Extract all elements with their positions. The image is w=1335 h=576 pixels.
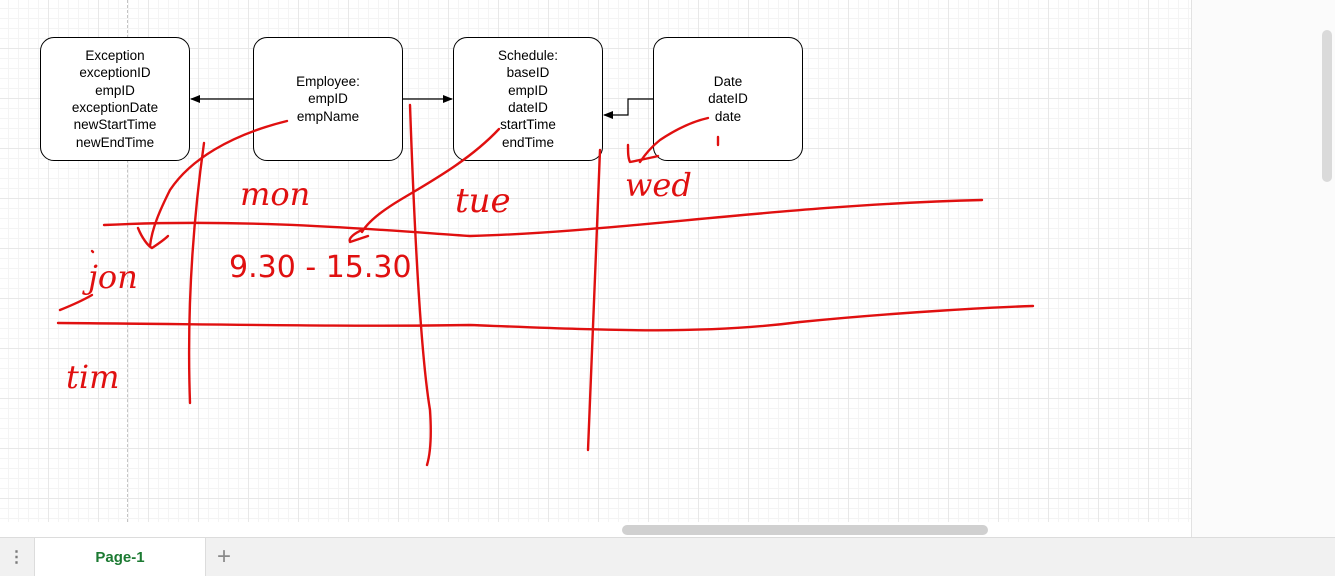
ink-col-line-3: [586, 148, 602, 452]
exception-field: newStartTime: [73, 117, 157, 133]
ink-label-time-range: 9.30 - 15.30: [229, 250, 412, 285]
ink-hook-jon: [58, 293, 94, 312]
schedule-field: endTime: [501, 134, 555, 150]
tab-page-1[interactable]: Page-1: [34, 538, 206, 576]
ink-arrowhead-wed: [626, 143, 660, 164]
entity-schedule[interactable]: Schedule: baseID empID dateID startTime …: [453, 37, 603, 161]
ink-arrow-date-wed: [638, 116, 710, 164]
format-panel: [1191, 0, 1335, 537]
ink-dot-jon: [90, 249, 95, 254]
ink-row-line-middle: [56, 304, 1035, 332]
page-boundary: [127, 0, 128, 522]
page-tabs-bar: ⋮ Page-1 +: [0, 537, 1335, 576]
diagram-overlay: mon tue wed jon tim 9.30 - 15.30: [56, 95, 1035, 467]
ink-row-line-top: [102, 198, 984, 238]
ink-label-tim: tim: [66, 358, 119, 396]
vertical-scrollbar[interactable]: [1322, 30, 1332, 182]
ink-arrow-starttime-time: [360, 127, 501, 234]
schedule-field: dateID: [508, 100, 548, 115]
exception-field: exceptionDate: [71, 100, 159, 115]
add-page-icon[interactable]: +: [216, 543, 231, 570]
exception-title: Exception: [85, 47, 145, 63]
ink-col-line-2: [408, 103, 432, 467]
ink-arrow-empname-jon: [148, 119, 289, 248]
schedule-field: empID: [508, 82, 548, 98]
employee-field: empName: [296, 108, 360, 124]
exception-field: empID: [95, 82, 135, 98]
date-field: date: [714, 108, 742, 124]
handwritten-labels: mon tue wed jon tim 9.30 - 15.30: [66, 166, 692, 396]
schedule-field: baseID: [506, 65, 550, 81]
schedule-field: startTime: [500, 117, 556, 133]
freehand-annotation[interactable]: [56, 103, 1035, 467]
ink-label-tue: tue: [455, 181, 511, 221]
entity-exception[interactable]: Exception exceptionID empID exceptionDat…: [40, 37, 190, 161]
date-title: Date: [713, 73, 743, 89]
pages-menu-icon[interactable]: ⋮: [8, 549, 25, 566]
schedule-title: Schedule:: [497, 47, 559, 63]
exception-field: newEndTime: [75, 134, 155, 150]
exception-field: exceptionID: [79, 65, 151, 81]
horizontal-scrollbar[interactable]: [622, 525, 988, 535]
ink-arrowhead-jon: [136, 226, 170, 250]
ink-label-mon: mon: [240, 175, 310, 213]
entity-date[interactable]: Date dateID date: [653, 37, 803, 161]
ink-col-line-1: [187, 141, 206, 405]
date-field: dateID: [708, 91, 748, 107]
diagram-canvas[interactable]: Exception exceptionID empID exceptionDat…: [0, 0, 1191, 522]
ink-label-jon: jon: [82, 258, 138, 296]
employee-title: Employee:: [296, 73, 360, 89]
connector-date-schedule[interactable]: [603, 98, 653, 119]
entity-employee[interactable]: Employee: empID empName: [253, 37, 403, 161]
ink-label-wed: wed: [625, 166, 692, 204]
tab-page-1-label: Page-1: [95, 548, 145, 566]
employee-field: empID: [308, 91, 348, 107]
ink-arrowhead-time: [348, 228, 370, 244]
